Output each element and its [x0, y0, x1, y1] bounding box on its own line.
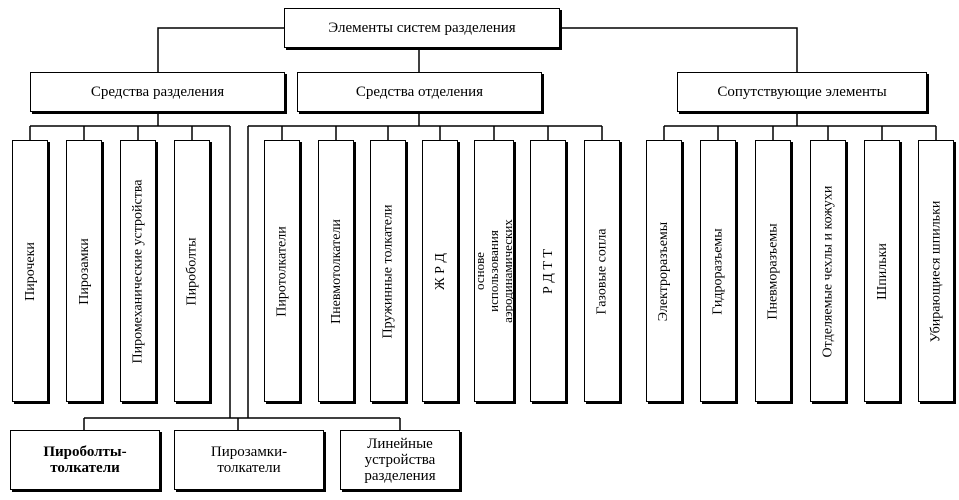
- item-pirocheki-label: Пирочеки: [22, 241, 38, 301]
- item-pirobolty-label: Пироболты: [184, 236, 200, 306]
- item-aerodynamic-devices: Устройства на основе использования аэрод…: [474, 140, 514, 402]
- item-hydro-connectors-label: Гидроразъемы: [710, 227, 726, 315]
- item-spring-pushers: Пружинные толкатели: [370, 140, 406, 402]
- group-accessories-box: Сопутствующие элементы: [677, 72, 927, 112]
- item-electro-connectors-label: Электроразъемы: [656, 221, 672, 321]
- connector-accessories-bus: [663, 112, 937, 140]
- item-pyromechanical: Пиромеханические устройства: [120, 140, 156, 402]
- item-pneumo-connectors: Пневморазъемы: [755, 140, 791, 402]
- item-pnevmotolkateli: Пневмотолкатели: [318, 140, 354, 402]
- group-separation-box: Средства разделения: [30, 72, 285, 112]
- root-label: Элементы систем разделения: [328, 19, 516, 36]
- group-separation-label: Средства разделения: [90, 83, 225, 100]
- connector-root-left: [157, 27, 284, 72]
- group-detachment-box: Средства отделения: [297, 72, 542, 112]
- item-covers-label: Отделяемые чехлы и кожухи: [820, 185, 836, 357]
- group-detachment-label: Средства отделения: [355, 83, 484, 100]
- item-spring-pushers-label: Пружинные толкатели: [380, 204, 396, 338]
- connector-root-right: [560, 27, 798, 72]
- bottom-pirozamki-tolkateli: Пирозамки- толкатели: [174, 430, 324, 490]
- item-zhrd: Ж Р Д: [422, 140, 458, 402]
- item-gas-nozzles-label: Газовые сопла: [594, 227, 610, 315]
- item-pirotolkateli: Пиротолкатели: [264, 140, 300, 402]
- item-electro-connectors: Электроразъемы: [646, 140, 682, 402]
- connector-detachment-bus: [248, 112, 603, 140]
- item-retractable-pins: Убирающиеся шпильки: [918, 140, 954, 402]
- group-accessories-label: Сопутствующие элементы: [717, 83, 887, 100]
- bottom-linear-separation-devices: Линейные устройства разделения: [340, 430, 460, 490]
- item-retractable-pins-label: Убирающиеся шпильки: [928, 200, 944, 342]
- bottom-linear-separation-devices-label: Линейные устройства разделения: [364, 436, 436, 484]
- item-pirozamki-label: Пирозамки: [76, 237, 92, 305]
- item-pirocheki: Пирочеки: [12, 140, 48, 402]
- item-gas-nozzles: Газовые сопла: [584, 140, 620, 402]
- bottom-pirobolty-tolkateli-label: Пироболты- толкатели: [43, 444, 127, 476]
- item-zhrd-label: Ж Р Д: [432, 252, 448, 290]
- item-pnevmotolkateli-label: Пневмотолкатели: [328, 218, 344, 324]
- connector-combined-bus: [83, 417, 401, 430]
- item-hydro-connectors: Гидроразъемы: [700, 140, 736, 402]
- item-rdtt-label: Р Д Т Т: [540, 248, 556, 294]
- connector-separation-bus: [29, 112, 230, 140]
- item-pneumo-connectors-label: Пневморазъемы: [765, 222, 781, 320]
- item-pirozamki: Пирозамки: [66, 140, 102, 402]
- item-aerodynamic-devices-label: Устройства на основе использования аэрод…: [474, 219, 514, 323]
- item-pyromechanical-label: Пиромеханические устройства: [130, 178, 146, 364]
- item-piroboltу: Пироболты: [174, 140, 210, 402]
- item-pins-label: Шпильки: [874, 242, 890, 300]
- root-box: Элементы систем разделения: [284, 8, 560, 48]
- item-covers: Отделяемые чехлы и кожухи: [810, 140, 846, 402]
- item-pins: Шпильки: [864, 140, 900, 402]
- bottom-pirobolty-tolkateli: Пироболты- толкатели: [10, 430, 160, 490]
- bottom-pirozamki-tolkateli-label: Пирозамки- толкатели: [210, 444, 288, 476]
- item-pirotolkateli-label: Пиротолкатели: [274, 225, 290, 317]
- item-rdtt: Р Д Т Т: [530, 140, 566, 402]
